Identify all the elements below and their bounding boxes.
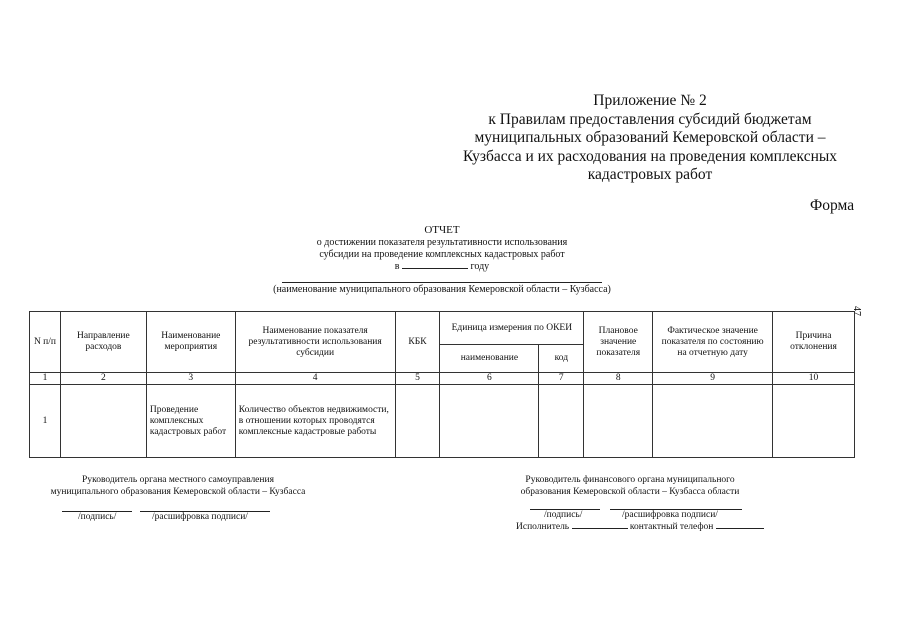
table-row: 1 Проведение комплексных кадастровых раб…: [29, 384, 855, 458]
left-signatory-title: Руководитель органа местного самоуправле…: [28, 474, 328, 498]
header-num: N п/п: [29, 311, 61, 373]
right-sign-caption: /подпись/: [544, 510, 583, 520]
right-signatory-line: образования Кемеровской области – Кузбас…: [520, 487, 740, 497]
cell-actual: [652, 384, 774, 458]
executor-label: Исполнитель: [516, 522, 570, 532]
right-signature-line: [530, 509, 600, 510]
column-number: 8: [583, 372, 654, 385]
column-number: 10: [772, 372, 855, 385]
report-heading: ОТЧЕТ о достижении показателя результати…: [252, 224, 632, 296]
cell-event: Проведение комплексных кадастровых работ: [145, 384, 236, 458]
report-title: ОТЧЕТ: [424, 224, 460, 236]
appendix-line: муниципальных образований Кемеровской об…: [474, 129, 826, 146]
column-number: 2: [59, 372, 147, 385]
cell-kbk: [394, 384, 441, 458]
cell-planned: [583, 384, 654, 458]
form-label: Форма: [810, 197, 855, 214]
column-number: 1: [29, 372, 61, 385]
right-signatory-title: Руководитель финансового органа муниципа…: [495, 474, 765, 498]
header-indicator: Наименование показателя результативности…: [234, 311, 396, 373]
municipality-blank-line: [282, 282, 602, 283]
appendix-line: кадастровых работ: [587, 166, 713, 183]
appendix-header: Приложение № 2 к Правилам предоставления…: [440, 92, 860, 185]
column-number: 6: [439, 372, 540, 385]
appendix-line: к Правилам предоставления субсидий бюдже…: [488, 110, 812, 128]
column-number: 7: [538, 372, 585, 385]
cell-indicator: Количество объектов недвижимости, в отно…: [234, 384, 396, 458]
report-subtitle: о достижении показателя результативности…: [316, 237, 568, 248]
column-number: 5: [394, 372, 441, 385]
phone-blank-line: [715, 528, 764, 529]
year-blank-line: [402, 268, 469, 269]
header-actual: Фактическое значение показателя по состо…: [652, 311, 774, 373]
header-direction: Направление расходов: [59, 311, 147, 373]
left-signature-line: [62, 511, 132, 512]
cell-okei-name: [439, 384, 540, 458]
report-year: в году: [252, 261, 632, 273]
header-planned: Плановое значение показателя: [583, 311, 654, 373]
executor-line: Исполнитель контактный телефон: [516, 522, 764, 532]
year-prefix: в: [394, 261, 400, 272]
column-number: 9: [652, 372, 774, 385]
left-signatory-line: Руководитель органа местного самоуправле…: [82, 475, 274, 485]
left-decode-caption: /расшифровка подписи/: [152, 512, 248, 522]
header-kbk: КБК: [394, 311, 441, 373]
appendix-line: Кузбасса и их расходования на проведения…: [462, 147, 838, 165]
municipality-caption: (наименование муниципального образования…: [273, 284, 611, 295]
column-number: 3: [145, 372, 236, 385]
right-signatory-line: Руководитель финансового органа муниципа…: [525, 475, 735, 485]
header-event: Наименование мероприятия: [145, 311, 236, 373]
left-signatory-line: муниципального образования Кемеровской о…: [50, 487, 306, 497]
report-subtitle: субсидии на проведение комплексных кадас…: [319, 249, 565, 260]
cell-num: 1: [29, 384, 61, 458]
header-okei: Единица измерения по ОКЕИ: [439, 311, 585, 345]
report-table: N п/п Направление расходов Наименование …: [29, 311, 855, 458]
appendix-number: Приложение № 2: [593, 92, 707, 109]
cell-reason: [772, 384, 855, 458]
left-decode-line: [140, 511, 270, 512]
right-decode-caption: /расшифровка подписи/: [622, 510, 718, 520]
header-okei-name: наименование: [439, 344, 540, 373]
cell-direction: [59, 384, 147, 458]
column-number: 4: [234, 372, 396, 385]
header-okei-code: код: [538, 344, 585, 373]
right-decode-line: [610, 509, 742, 510]
column-number-row: 1 2 3 4 5 6 7 8 9 10: [29, 372, 855, 385]
phone-label: контактный телефон: [629, 522, 714, 532]
cell-okei-code: [538, 384, 585, 458]
year-suffix: году: [470, 261, 490, 272]
left-sign-caption: /подпись/: [78, 512, 117, 522]
executor-blank-line: [571, 528, 628, 529]
header-reason: Причина отклонения: [772, 311, 855, 373]
